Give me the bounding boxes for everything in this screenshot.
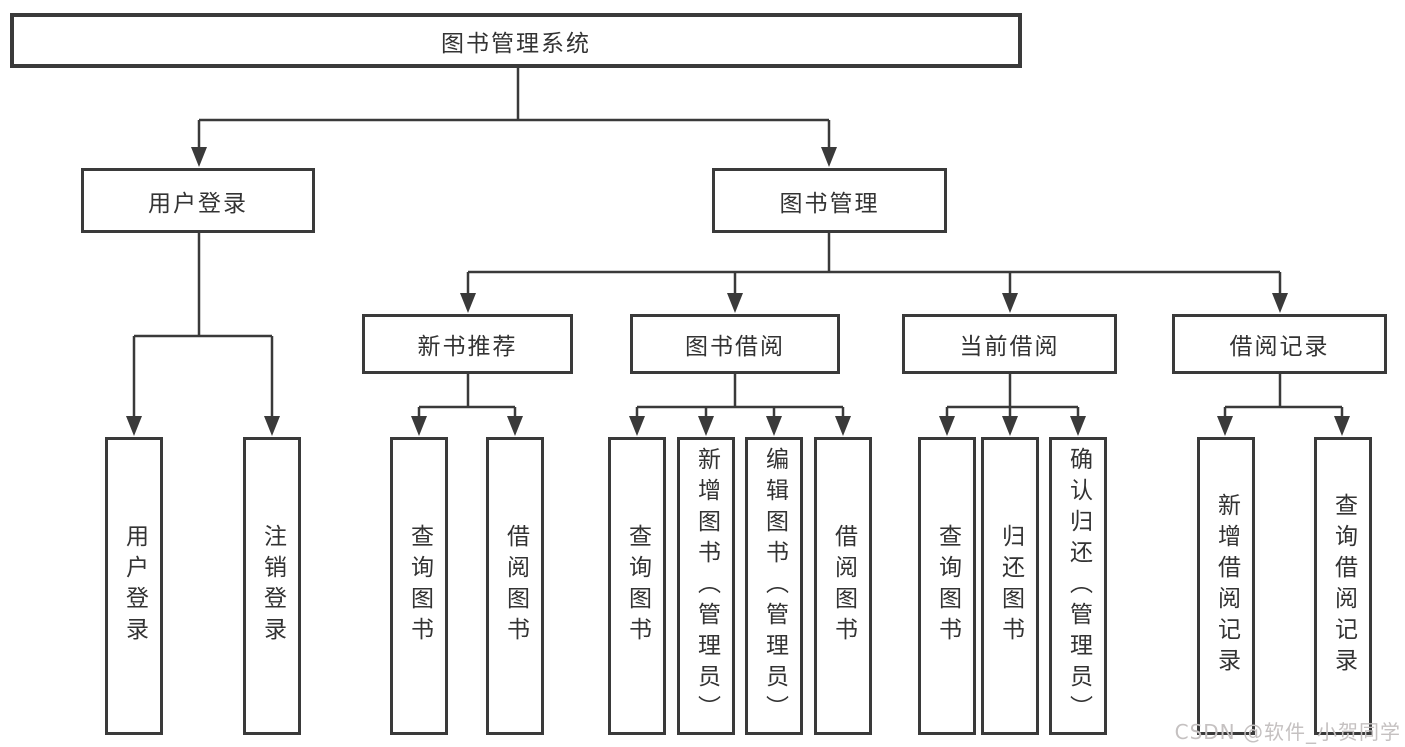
leaf-confirm-return-admin-label: 确认归还（管理员） — [1065, 446, 1092, 726]
leaf-return-books: 归还图书 — [981, 437, 1039, 735]
leaf-logout: 注销登录 — [243, 437, 301, 735]
leaf-add-borrow-record-label: 新增借阅记录 — [1213, 493, 1240, 679]
leaf-add-books-admin: 新增图书（管理员） — [677, 437, 735, 735]
leaf-query-borrow-record-label: 查询借阅记录 — [1330, 493, 1357, 679]
leaf-query-books-current-label: 查询图书 — [934, 524, 961, 648]
node-root: 图书管理系统 — [10, 13, 1022, 68]
leaf-borrow-books-borrowing: 借阅图书 — [814, 437, 872, 735]
node-current-borrowing-label: 当前借阅 — [959, 334, 1060, 360]
leaf-add-borrow-record: 新增借阅记录 — [1197, 437, 1255, 735]
leaf-query-books-borrowing: 查询图书 — [608, 437, 666, 735]
node-new-book-recommend: 新书推荐 — [362, 314, 573, 374]
leaf-edit-books-admin-label: 编辑图书（管理员） — [761, 446, 788, 726]
node-book-management: 图书管理 — [712, 168, 947, 233]
leaf-query-books-borrowing-label: 查询图书 — [624, 524, 651, 648]
node-book-management-label: 图书管理 — [779, 190, 880, 217]
leaf-borrow-books-recommend: 借阅图书 — [486, 437, 544, 735]
leaf-user-login: 用户登录 — [105, 437, 163, 735]
node-borrowing-records: 借阅记录 — [1172, 314, 1387, 374]
leaf-query-books-current: 查询图书 — [918, 437, 976, 735]
leaf-query-books-recommend-label: 查询图书 — [406, 524, 433, 648]
leaf-user-login-label: 用户登录 — [121, 524, 148, 648]
node-user-login-label: 用户登录 — [148, 190, 248, 217]
node-user-login: 用户登录 — [81, 168, 315, 233]
csdn-watermark: CSDN @软件_小贺同学 — [1174, 720, 1401, 744]
leaf-return-books-label: 归还图书 — [997, 524, 1024, 648]
leaf-query-books-recommend: 查询图书 — [390, 437, 448, 735]
node-current-borrowing: 当前借阅 — [902, 314, 1117, 374]
node-book-borrowing-label: 图书借阅 — [685, 334, 785, 360]
node-book-borrowing: 图书借阅 — [630, 314, 840, 374]
leaf-borrow-books-borrowing-label: 借阅图书 — [830, 524, 857, 648]
leaf-query-borrow-record: 查询借阅记录 — [1314, 437, 1372, 735]
node-borrowing-records-label: 借阅记录 — [1229, 334, 1330, 360]
leaf-logout-label: 注销登录 — [259, 524, 286, 648]
leaf-add-books-admin-label: 新增图书（管理员） — [693, 446, 720, 726]
leaf-borrow-books-recommend-label: 借阅图书 — [502, 524, 529, 648]
node-root-label: 图书管理系统 — [441, 30, 591, 57]
leaf-confirm-return-admin: 确认归还（管理员） — [1049, 437, 1107, 735]
node-new-book-recommend-label: 新书推荐 — [417, 334, 518, 360]
leaf-edit-books-admin: 编辑图书（管理员） — [745, 437, 803, 735]
